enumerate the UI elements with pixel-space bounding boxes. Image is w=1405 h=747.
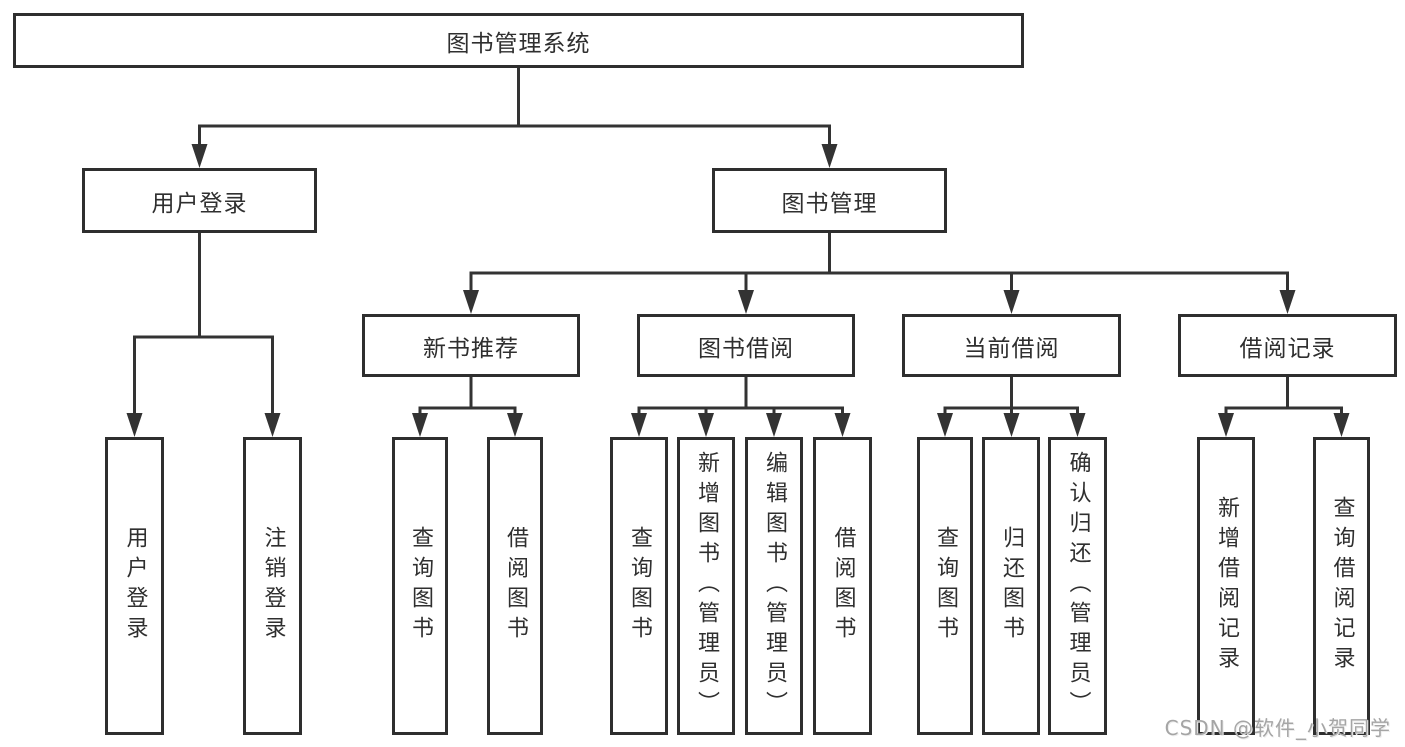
node-group-book-borrow: 图书借阅 (637, 314, 855, 377)
node-leaf-recommend-query-books: 查询图书 (392, 437, 448, 735)
node-group-new-book-recommend: 新书推荐 (362, 314, 580, 377)
node-user-login: 用户登录 (82, 168, 317, 233)
node-leaf-borrow-add-books-admin: 新增图书（管理员） (677, 437, 735, 735)
node-leaf-recommend-borrow-books: 借阅图书 (487, 437, 543, 735)
node-leaf-borrow-borrow-books: 借阅图书 (813, 437, 872, 735)
node-leaf-records-query: 查询借阅记录 (1313, 437, 1370, 735)
watermark: CSDN @软件_小贺同学 (1164, 716, 1391, 740)
node-leaf-borrow-edit-books-admin: 编辑图书（管理员） (745, 437, 803, 735)
node-leaf-current-confirm-return-admin: 确认归还（管理员） (1048, 437, 1107, 735)
node-root: 图书管理系统 (13, 13, 1024, 68)
node-leaf-logout: 注销登录 (243, 437, 302, 735)
node-leaf-current-query-books: 查询图书 (917, 437, 973, 735)
node-leaf-borrow-query-books: 查询图书 (610, 437, 668, 735)
node-leaf-current-return-books: 归还图书 (982, 437, 1040, 735)
node-leaf-user-login: 用户登录 (105, 437, 164, 735)
node-group-current-borrow: 当前借阅 (902, 314, 1121, 377)
node-book-mgmt: 图书管理 (712, 168, 947, 233)
node-leaf-records-add: 新增借阅记录 (1197, 437, 1255, 735)
node-group-borrow-records: 借阅记录 (1178, 314, 1397, 377)
